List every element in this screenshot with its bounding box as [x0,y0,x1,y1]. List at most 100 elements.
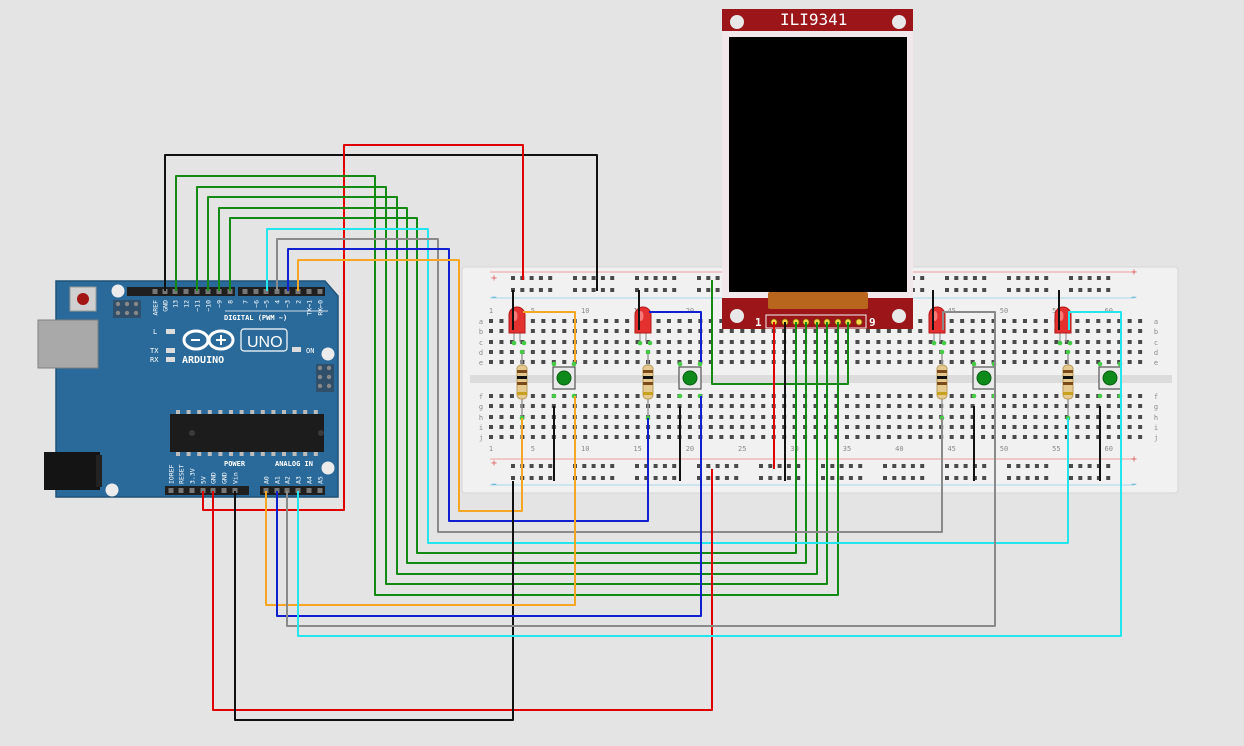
tft-pins[interactable] [770,318,863,326]
rail-hole[interactable] [830,476,835,480]
rail-hole[interactable] [1069,276,1073,280]
breadboard-hole[interactable] [1022,394,1027,398]
breadboard-hole[interactable] [509,350,514,354]
rail-hole[interactable] [538,464,543,468]
breadboard-hole[interactable] [614,329,619,333]
rail-hole[interactable] [839,464,844,468]
breadboard-hole[interactable] [625,425,630,429]
rail-hole[interactable] [768,464,773,468]
breadboard-hole[interactable] [530,415,535,419]
breadboard-hole[interactable] [928,435,933,439]
breadboard-hole[interactable] [981,415,986,419]
breadboard-hole[interactable] [740,329,745,333]
breadboard-hole[interactable] [761,350,766,354]
wire-a3-button4[interactable] [297,311,1122,637]
breadboard-hole[interactable] [1043,329,1048,333]
breadboard-hole[interactable] [1096,415,1101,419]
rail-hole[interactable] [1096,476,1101,480]
rail-hole[interactable] [582,476,587,480]
breadboard-hole[interactable] [918,340,923,344]
digital-pin[interactable] [242,289,248,294]
wire-5v-to-led[interactable] [202,144,524,511]
breadboard-hole[interactable] [1012,319,1017,323]
breadboard-hole[interactable] [614,425,619,429]
rail-hole[interactable] [796,464,801,468]
rail-hole[interactable] [1016,476,1021,480]
breadboard-hole[interactable] [583,350,588,354]
breadboard-hole[interactable] [761,360,766,364]
breadboard-hole[interactable] [740,435,745,439]
breadboard-hole[interactable] [1054,425,1059,429]
breadboard-hole[interactable] [991,435,996,439]
breadboard-hole[interactable] [928,425,933,429]
rail-hole[interactable] [573,276,577,280]
breadboard-hole[interactable] [1127,350,1132,354]
rail-hole[interactable] [1096,464,1101,468]
breadboard-hole[interactable] [687,319,692,323]
breadboard-hole[interactable] [834,435,839,439]
breadboard-hole[interactable] [562,394,567,398]
breadboard-hole[interactable] [1096,340,1101,344]
breadboard-hole[interactable] [813,329,818,333]
rail-hole[interactable] [600,288,605,292]
breadboard-hole[interactable] [991,404,996,408]
rail-hole[interactable] [821,464,825,468]
breadboard-hole[interactable] [876,394,881,398]
breadboard-hole[interactable] [907,404,912,408]
wire-gnd-bottom-rail[interactable] [234,481,514,721]
breadboard-hole[interactable] [604,415,609,419]
rail-hole[interactable] [697,276,701,280]
breadboard-hole[interactable] [886,340,891,344]
breadboard-hole[interactable] [708,435,713,439]
breadboard-hole[interactable] [939,360,944,364]
breadboard-hole[interactable] [981,329,986,333]
breadboard-hole[interactable] [834,360,839,364]
wire-led1-to-button1[interactable] [523,311,576,362]
rail-hole[interactable] [963,464,968,468]
rail-hole[interactable] [1078,276,1083,280]
breadboard-hole[interactable] [740,340,745,344]
power-analog-pin[interactable] [189,488,195,493]
breadboard-hole[interactable] [1106,404,1111,408]
breadboard-hole[interactable] [1033,340,1038,344]
breadboard-hole[interactable] [1096,435,1101,439]
rail-hole[interactable] [653,288,658,292]
breadboard-hole[interactable] [886,394,891,398]
breadboard-hole[interactable] [541,425,546,429]
breadboard-hole[interactable] [991,350,996,354]
rail-hole[interactable] [982,276,987,280]
breadboard-hole[interactable] [604,425,609,429]
breadboard-hole[interactable] [509,435,514,439]
pushbutton[interactable] [551,361,577,399]
breadboard-hole[interactable] [1033,415,1038,419]
breadboard-hole[interactable] [1054,360,1059,364]
digital-pin[interactable] [194,289,200,294]
rail-hole[interactable] [529,288,534,292]
breadboard-hole[interactable] [562,340,567,344]
breadboard-hole[interactable] [719,340,724,344]
breadboard-hole[interactable] [489,425,493,429]
rail-hole[interactable] [591,276,596,280]
rail-hole[interactable] [901,476,906,480]
breadboard-hole[interactable] [970,340,975,344]
rail-hole[interactable] [591,288,596,292]
breadboard-hole[interactable] [656,415,661,419]
breadboard-hole[interactable] [1064,435,1069,439]
resistor[interactable] [1062,349,1074,421]
breadboard-hole[interactable] [1012,350,1017,354]
breadboard-hole[interactable] [1022,404,1027,408]
breadboard-hole[interactable] [666,404,671,408]
breadboard-hole[interactable] [1022,425,1027,429]
breadboard-hole[interactable] [918,329,923,333]
breadboard-hole[interactable] [1075,394,1080,398]
breadboard-hole[interactable] [1002,340,1007,344]
breadboard-hole[interactable] [604,329,609,333]
rail-hole[interactable] [672,464,677,468]
digital-pin[interactable] [172,289,178,294]
rail-hole[interactable] [1034,276,1039,280]
breadboard-hole[interactable] [792,404,797,408]
breadboard-hole[interactable] [562,415,567,419]
breadboard-hole[interactable] [593,425,598,429]
breadboard-hole[interactable] [740,350,745,354]
rail-hole[interactable] [715,476,720,480]
